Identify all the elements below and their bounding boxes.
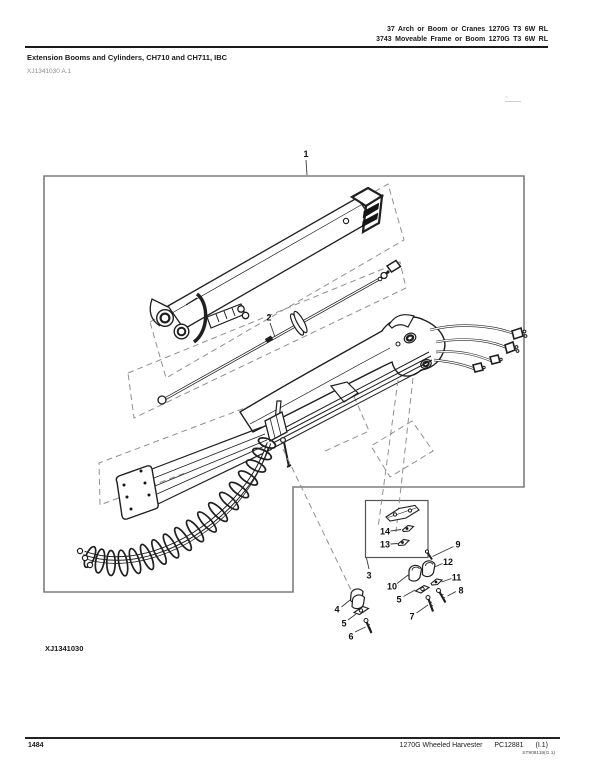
hose-clamp-on-boom xyxy=(264,411,292,468)
section-title: Extension Booms and Cylinders, CH710 and… xyxy=(27,53,228,62)
footer-doc-code: ST908119(G.1) xyxy=(522,751,555,756)
callout-6: 6 xyxy=(348,632,353,642)
callout-2: 2 xyxy=(266,313,271,323)
hose-bundle-along-boom xyxy=(270,351,433,448)
hose-carrier-chain xyxy=(76,436,277,577)
figure-code: XJ1341030 A.1 xyxy=(27,68,72,75)
callout-4: 4 xyxy=(334,605,339,615)
callout-5-right: 5 xyxy=(396,595,401,605)
callout-5-left: 5 xyxy=(341,619,346,629)
callout-leader-lines xyxy=(269,159,457,633)
callout-7: 7 xyxy=(409,612,414,622)
figure-label: XJ1341030 xyxy=(45,644,83,653)
header-divider xyxy=(25,46,548,48)
callout-9: 9 xyxy=(455,540,460,550)
callout-14: 14 xyxy=(380,527,390,537)
page-header-right: 37 Arch or Boom or Cranes 1270G T3 6W RL… xyxy=(376,25,548,45)
callout-13: 13 xyxy=(380,540,390,550)
footer-catalog: PC12881 xyxy=(494,742,524,749)
callout-8: 8 xyxy=(458,586,463,596)
clamp-hardware-parts xyxy=(349,504,447,634)
header-line-2: 3743 Moveable Frame or Boom 1270G T3 6W … xyxy=(376,36,548,43)
callout-10: 10 xyxy=(387,582,397,592)
callout-1: 1 xyxy=(303,149,308,159)
callout-12: 12 xyxy=(443,557,453,567)
faint-annotation-mark: ~ xyxy=(505,95,521,102)
hoses-right-of-head xyxy=(429,324,528,373)
footer-right: 1270G Wheeled Harvester PC12881 (I.1) xyxy=(400,742,548,749)
dashed-leader-lines xyxy=(282,377,414,593)
exploded-parts-diagram: 1 2 3 4 5 6 7 5 8 9 10 11 12 13 14 XJ134… xyxy=(43,149,528,653)
footer-model: 1270G Wheeled Harvester xyxy=(399,742,483,749)
header-line-1: 37 Arch or Boom or Cranes 1270G T3 6W RL xyxy=(386,26,548,33)
footer-divider xyxy=(25,737,560,739)
extension-boom-lower xyxy=(115,426,273,520)
cylinder-rod xyxy=(157,259,402,405)
callout-numbers: 1 2 3 4 5 6 7 5 8 9 10 11 12 13 14 xyxy=(266,149,463,642)
extension-boom-upper xyxy=(149,186,385,344)
callout-11: 11 xyxy=(452,573,462,583)
moveable-boom-arm xyxy=(239,314,446,433)
diagram-border-box xyxy=(43,175,525,593)
callout-3: 3 xyxy=(366,571,371,581)
page-number: 1484 xyxy=(28,742,44,749)
footer-revision: (I.1) xyxy=(535,742,548,749)
